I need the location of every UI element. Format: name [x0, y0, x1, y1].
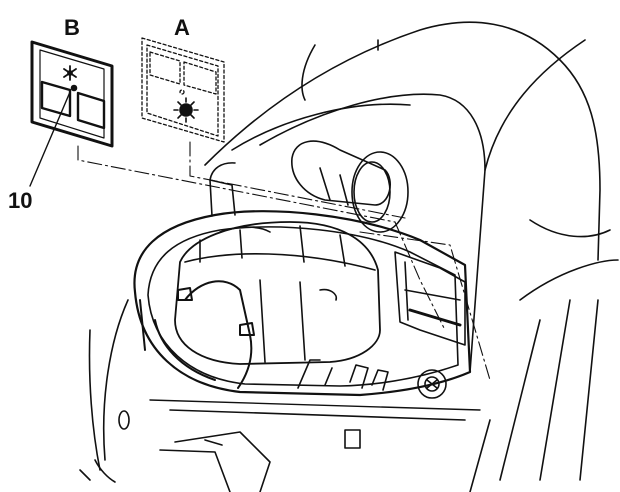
floor-fittings	[297, 359, 447, 399]
seat-hinge	[291, 140, 409, 233]
callout-number-10: 10	[8, 188, 33, 213]
front-body	[79, 299, 481, 492]
callout-leader-10	[29, 91, 71, 187]
side-lid	[394, 251, 466, 346]
storage-compartment	[133, 162, 472, 397]
panel-a-label: A	[174, 15, 190, 40]
scooter-body	[204, 21, 619, 492]
helmet-case	[174, 221, 381, 365]
panel-b-card	[30, 40, 114, 148]
wire-retainer	[139, 280, 255, 389]
snowflake-icon	[63, 65, 77, 81]
panel-b-label: B	[64, 15, 80, 40]
projection-lines	[77, 141, 491, 381]
sun-icon	[173, 97, 199, 123]
panel-a-card	[141, 37, 225, 143]
